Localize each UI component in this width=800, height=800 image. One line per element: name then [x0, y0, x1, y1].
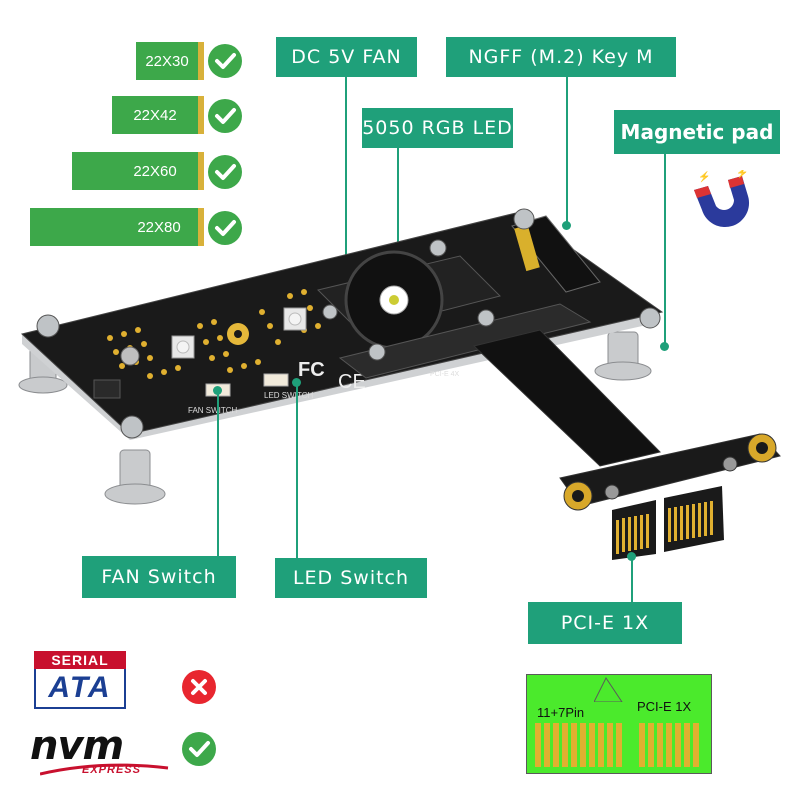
- leader-dot: [660, 342, 669, 351]
- leader-line: [345, 77, 347, 309]
- ngff-label: NGFF (M.2) Key M: [446, 37, 676, 77]
- leader-line: [217, 390, 219, 556]
- ngff-label-text: NGFF (M.2) Key M: [468, 46, 654, 68]
- pcb-silk-fc: FC: [298, 359, 325, 381]
- nvm-logo-express: EXPRESS: [82, 764, 141, 776]
- pcb-silk-led-switch: LED SWITCH: [264, 391, 314, 400]
- m2-size-label: 22X42: [133, 106, 177, 124]
- magnetic-pad-label-text: Magnetic pad: [620, 120, 774, 144]
- m2-size-card-22x80: 22X80: [30, 208, 204, 246]
- pcb-silk-ce: CE: [338, 371, 366, 393]
- pcb-board: [20, 211, 664, 435]
- svg-text:⚡: ⚡: [736, 170, 748, 179]
- pcie-1x-label-text: PCI-E 1X: [560, 612, 650, 634]
- leader-dot: [292, 378, 301, 387]
- leader-dot: [562, 221, 571, 230]
- check-icon: [208, 155, 242, 189]
- m2-size-label: 22X60: [133, 162, 177, 180]
- pin-label-right: PCI-E 1X: [637, 699, 692, 714]
- serial-ata-logo: SERIAL ATA: [34, 651, 126, 709]
- leader-line: [566, 77, 568, 223]
- sata-logo-top: SERIAL: [34, 651, 126, 669]
- led-switch-label-text: LED Switch: [292, 567, 410, 589]
- pcb-silk-pcie-4x: PCI-E 4X: [430, 371, 460, 378]
- leader-line: [631, 556, 633, 602]
- cross-icon: [182, 670, 216, 704]
- sata-logo-bottom: ATA: [34, 669, 126, 709]
- dc-fan-label: DC 5V FAN: [276, 37, 417, 77]
- rgb-led-label-text: 5050 RGB LED: [362, 117, 513, 139]
- pcie-pin-diagram: 11+7Pin PCI-E 1X: [526, 674, 712, 774]
- pin-label-left: 11+7Pin: [537, 705, 585, 720]
- leader-dot: [213, 386, 222, 395]
- nvm-logo-word: nvm: [30, 723, 124, 769]
- leader-line: [296, 382, 298, 558]
- check-icon: [208, 44, 242, 78]
- svg-text:⚡: ⚡: [698, 170, 710, 183]
- check-icon: [208, 211, 242, 245]
- m2-size-card-22x30: 22X30: [136, 42, 204, 80]
- fan-switch-label-text: FAN Switch: [101, 566, 217, 588]
- check-icon: [182, 732, 216, 766]
- m2-size-label: 22X30: [145, 52, 189, 70]
- leader-line: [664, 154, 666, 346]
- magnetic-pad-label: Magnetic pad: [614, 110, 780, 154]
- nvm-express-logo: nvm EXPRESS: [30, 726, 170, 782]
- m2-size-card-22x60: 22X60: [72, 152, 204, 190]
- m2-size-card-22x42: 22X42: [112, 96, 204, 134]
- magnet-icon: ⚡ ⚡: [694, 170, 750, 228]
- check-icon: [208, 99, 242, 133]
- m2-size-label: 22X80: [137, 218, 181, 236]
- leader-dot: [627, 552, 636, 561]
- pcb-silk-fan-switch: FAN SWITCH: [188, 406, 238, 415]
- pcie-1x-label: PCI-E 1X: [528, 602, 682, 644]
- led-switch-label: LED Switch: [275, 558, 427, 598]
- rgb-led-label: 5050 RGB LED: [362, 108, 513, 148]
- leader-line: [397, 148, 399, 298]
- dc-fan-label-text: DC 5V FAN: [291, 46, 402, 68]
- pin-diagram-notch: [594, 677, 623, 702]
- fan-switch-label: FAN Switch: [82, 556, 236, 598]
